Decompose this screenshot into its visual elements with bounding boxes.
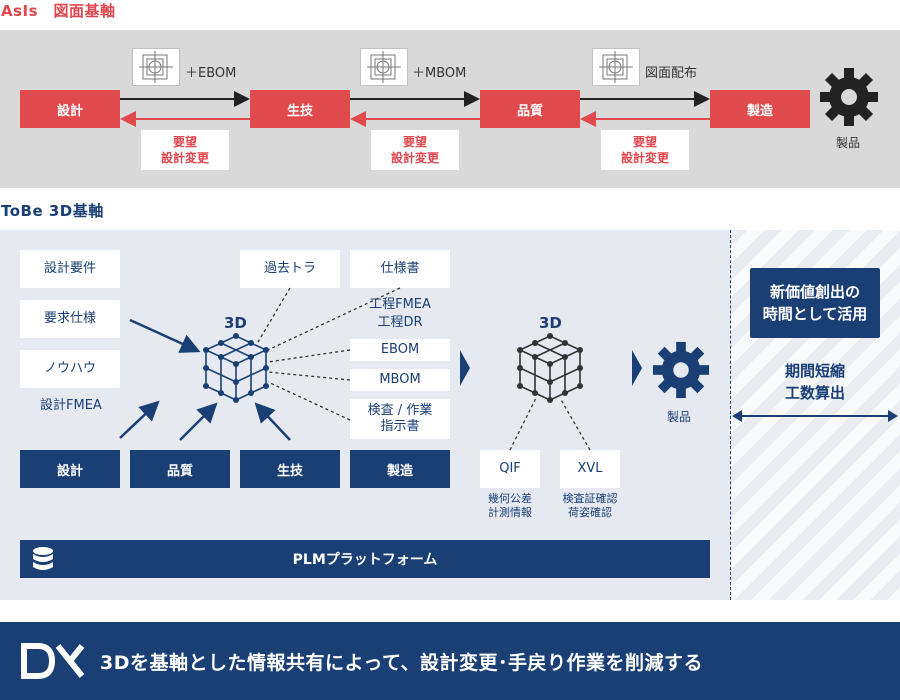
item-inspection-work-instructions: 検査 / 作業 指示書	[350, 399, 450, 439]
feedback-line1: 要望	[172, 135, 197, 149]
tobe-title: ToBe 3D基軸	[1, 202, 104, 220]
database-icon	[30, 546, 56, 576]
instruction-line1: 検査 / 作業	[367, 403, 433, 418]
cube-icon-left	[204, 335, 268, 402]
tobe-product-label: 製品	[667, 410, 692, 424]
feedback-line1: 要望	[402, 135, 427, 149]
dept-design: 設計	[20, 450, 120, 488]
drawing-icon	[360, 48, 408, 86]
gear-icon	[818, 66, 880, 132]
asis-stage-quality: 品質	[480, 90, 580, 128]
asis-doc-mbom: ＋MBOM	[412, 66, 467, 81]
output-xvl-desc: 検査証確認 荷姿確認	[548, 492, 632, 520]
feedback-line1: 要望	[632, 135, 657, 149]
asis-stage-manufacturing: 製造	[710, 90, 810, 128]
process-dr: 工程DR	[377, 315, 423, 330]
item-mbom: MBOM	[350, 369, 450, 391]
result-line2: 工数算出	[784, 384, 845, 402]
result-line1: 期間短縮	[784, 362, 845, 380]
cube-nodes-left	[203, 333, 269, 403]
footer-banner	[0, 622, 900, 700]
drawing-icon	[592, 48, 640, 86]
input-knowhow: ノウハウ	[20, 350, 120, 388]
instruction-line2: 指示書	[380, 419, 420, 434]
output-qif-desc: 幾何公差 計測情報	[470, 492, 550, 520]
chevron-right-icon	[460, 350, 642, 386]
plm-label: PLMプラットフォーム	[292, 552, 438, 568]
tobe-dotted-connectors	[257, 287, 591, 451]
result-text: 期間短縮 工数算出	[740, 360, 890, 404]
feedback-line2: 設計変更	[390, 151, 439, 165]
asis-doc-ebom: ＋EBOM	[185, 66, 237, 81]
new-value-line1: 新価値創出の	[769, 283, 860, 301]
input-design-requirements: 設計要件	[20, 250, 120, 288]
item-ebom: EBOM	[350, 339, 450, 361]
dept-quality: 品質	[130, 450, 230, 488]
cube-icon-right	[518, 335, 582, 402]
asis-stage-design: 設計	[20, 90, 120, 128]
qif-desc-line2: 計測情報	[488, 506, 532, 519]
dx-logo	[20, 642, 86, 684]
asis-feedback-box: 要望 設計変更	[141, 130, 229, 170]
item-past-troubles: 過去トラ	[240, 250, 340, 288]
feedback-line2: 設計変更	[620, 151, 669, 165]
process-fmea: 工程FMEA	[369, 297, 431, 312]
asis-doc-drawing-distribution: 図面配布	[645, 66, 698, 81]
asis-feedback-box: 要望 設計変更	[371, 130, 459, 170]
input-required-specs: 要求仕様	[20, 300, 120, 338]
xvl-desc-line1: 検査証確認	[562, 492, 618, 505]
double-arrow-icon	[732, 410, 898, 422]
cube-nodes-right	[517, 333, 583, 403]
xvl-desc-line2: 荷姿確認	[568, 506, 612, 519]
new-value-badge: 新価値創出の 時間として活用	[750, 268, 880, 338]
output-qif: QIF	[480, 450, 540, 488]
plm-platform-bar: PLMプラットフォーム	[20, 540, 710, 578]
gear-icon	[651, 340, 711, 404]
asis-title: AsIs 図面基軸	[1, 2, 116, 20]
output-xvl: XVL	[560, 450, 620, 488]
asis-feedback-box: 要望 設計変更	[601, 130, 689, 170]
drawing-icon	[132, 48, 180, 86]
input-design-fmea: 設計FMEA	[40, 398, 102, 413]
dept-manufacturing: 製造	[350, 450, 450, 488]
cube-label-left: 3D	[224, 314, 247, 332]
footer-message: 3Dを基軸とした情報共有によって、設計変更･手戻り作業を削減する	[100, 652, 704, 674]
feedback-line2: 設計変更	[160, 151, 209, 165]
new-value-line2: 時間として活用	[762, 305, 868, 323]
asis-product-label: 製品	[836, 136, 861, 150]
tobe-input-arrows	[119, 318, 291, 441]
qif-desc-line1: 幾何公差	[488, 492, 532, 505]
item-specifications: 仕様書	[350, 250, 450, 288]
dept-production-engineering: 生技	[240, 450, 340, 488]
cube-label-right: 3D	[539, 314, 562, 332]
asis-stage-production-engineering: 生技	[250, 90, 350, 128]
